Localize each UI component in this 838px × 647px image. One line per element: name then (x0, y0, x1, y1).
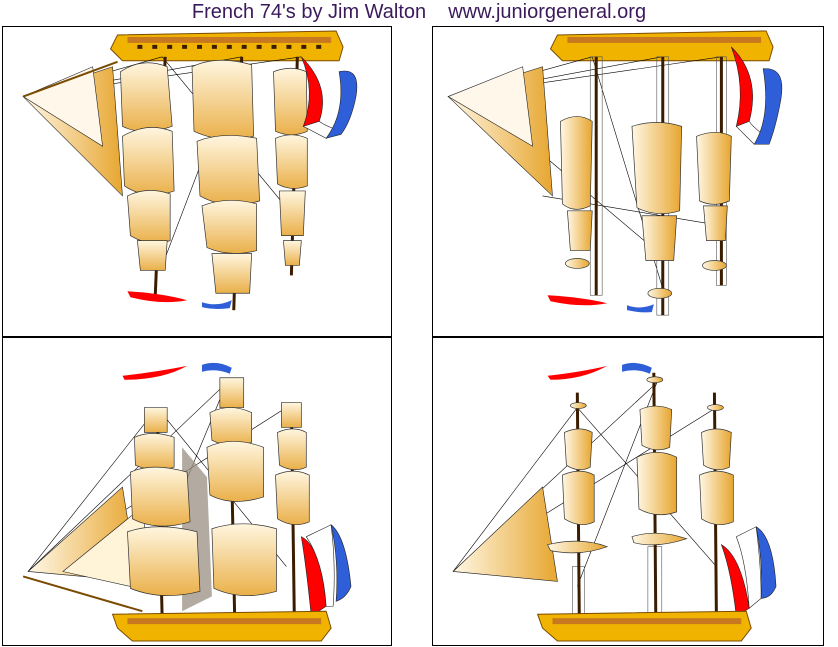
furled-sails (560, 116, 732, 299)
ship-illustration-top-left (22, 30, 358, 311)
hull (109, 30, 344, 62)
pennant (547, 295, 654, 313)
pennant (547, 362, 652, 380)
title-text: French 74's by Jim Walton (191, 1, 427, 23)
french-flag (301, 56, 358, 139)
page-title: French 74's by Jim Walton www.juniorgener… (0, 0, 838, 24)
panel-bottom-left (2, 337, 392, 646)
panel-top-right (432, 26, 824, 337)
jib-sails (452, 486, 558, 582)
pennant (127, 291, 232, 309)
jib-sails (447, 66, 553, 197)
sails-foremast (127, 407, 201, 597)
sails-mizzenmast (273, 67, 308, 266)
hull (536, 610, 752, 642)
panel-bottom-right (432, 337, 824, 646)
website-link[interactable]: www.juniorgeneral.org (448, 1, 647, 23)
french-flag (720, 526, 777, 617)
ship-illustration-bottom-right (452, 362, 777, 642)
sails-foremast (120, 62, 175, 271)
panel-top-left (2, 26, 392, 337)
jib-sails (22, 60, 123, 197)
french-flag (731, 46, 783, 145)
ship-illustration-bottom-left (22, 362, 352, 642)
furled-sails (547, 376, 734, 554)
hull (549, 30, 774, 62)
sails-mizzenmast (275, 402, 310, 525)
sails-mainmast (191, 59, 260, 294)
ship-illustration-top-right (447, 30, 783, 316)
french-flag (300, 524, 352, 617)
pennant (122, 362, 232, 380)
hull (111, 610, 332, 642)
sails-mainmast (206, 377, 277, 597)
